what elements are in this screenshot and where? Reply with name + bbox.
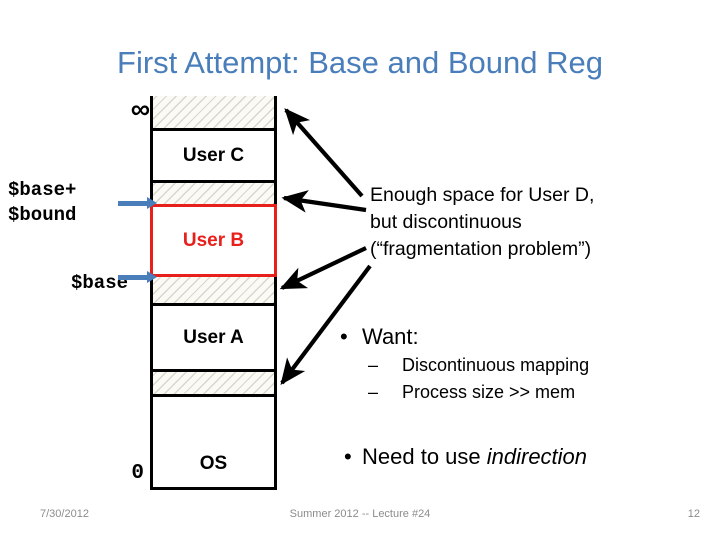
want-heading-item: • Want:	[330, 322, 710, 352]
footer-page-number: 12	[687, 508, 700, 520]
page-title: First Attempt: Base and Bound Reg	[117, 45, 603, 80]
base-bound-label: $base+ $bound	[8, 178, 128, 228]
want-sub-item-0: – Discontinuous mapping	[330, 352, 710, 379]
memory-bottom-label: 0	[131, 462, 144, 485]
memory-region-free-above-os	[150, 372, 277, 394]
bullet-dot-icon: •	[340, 324, 348, 349]
want-block: • Want: – Discontinuous mapping – Proces…	[330, 322, 710, 406]
fragmentation-note-line3: (“fragmentation problem”)	[370, 238, 592, 260]
base-bound-label-line1: $base+	[8, 179, 77, 201]
fragmentation-note-line1: Enough space for User D,	[370, 184, 595, 206]
need-indirection-emphasis: indirection	[486, 444, 588, 469]
base-bound-label-line2: $bound	[8, 204, 77, 226]
memory-region-free-top	[150, 96, 277, 128]
base-bound-pointer-arrow-icon	[118, 197, 157, 209]
base-label: $base	[70, 272, 128, 294]
memory-region-user-b: User B	[150, 204, 277, 277]
want-sub-item-1: – Process size >> mem	[330, 379, 710, 406]
free-space-callout-arrows-icon	[279, 108, 372, 386]
need-indirection-item: • Need to use indirection	[330, 442, 710, 472]
memory-region-user-a: User A	[150, 303, 277, 372]
want-sub-item-0-label: Discontinuous mapping	[402, 355, 590, 375]
footer-subtitle: Summer 2012 -- Lecture #24	[289, 508, 431, 520]
base-pointer-arrow-icon	[118, 271, 157, 283]
want-sub-item-1-label: Process size >> mem	[402, 382, 576, 402]
memory-top-label: ∞	[130, 94, 150, 124]
want-heading-label: Want:	[362, 324, 419, 349]
memory-region-os: OS	[150, 394, 277, 490]
memory-region-user-c: User C	[150, 128, 277, 183]
fragmentation-note: Enough space for User D, but discontinuo…	[370, 182, 700, 263]
bullet-dot-icon: •	[344, 444, 352, 469]
memory-region-free-below-b	[150, 277, 277, 303]
bullet-dash-icon: –	[368, 382, 379, 402]
bullet-dash-icon: –	[368, 355, 379, 375]
memory-diagram: User C User B User A OS	[150, 96, 277, 490]
need-indirection-prefix: Need to use	[362, 444, 487, 469]
footer-date: 7/30/2012	[40, 508, 89, 520]
fragmentation-note-line2: but discontinuous	[370, 211, 522, 233]
memory-region-free-above-b	[150, 183, 277, 204]
